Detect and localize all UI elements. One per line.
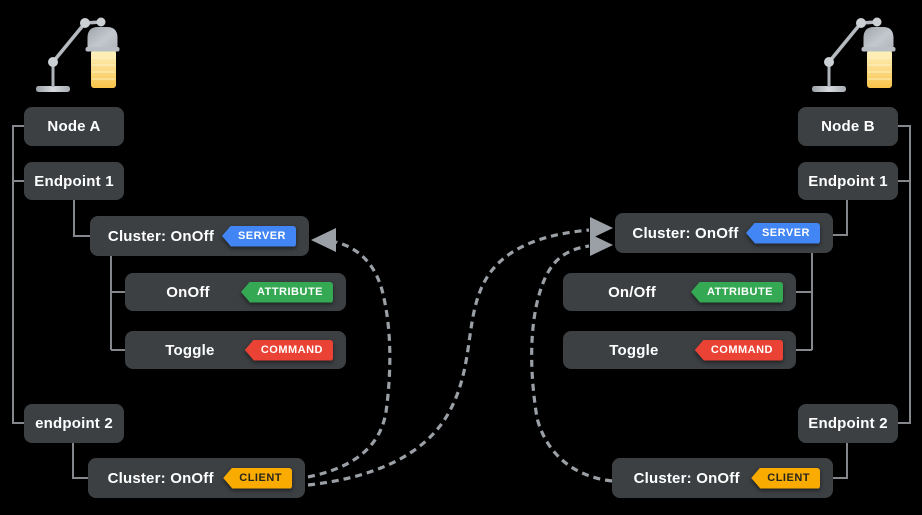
arrow-clientA-to-serverA [307,240,392,479]
node-a-client-cluster-box: Cluster: OnOff CLIENT [88,458,305,498]
node-b-endpoint2-label: Endpoint 2 [808,415,888,432]
arrow-clientB-to-serverB [530,244,613,483]
tree-connector-lines [12,125,911,479]
node-b-endpoint2-box: Endpoint 2 [798,404,898,443]
node-a-command-row: Toggle COMMAND [125,331,346,369]
arrowhead-into-serverA [311,228,336,252]
node-a-endpoint2-label: endpoint 2 [35,415,113,432]
node-b-command-row: Toggle COMMAND [563,331,796,369]
node-a-endpoint2-box: endpoint 2 [24,404,124,443]
node-a-command-label: Toggle [165,341,215,359]
node-a-server-cluster-box: Cluster: OnOff SERVER [90,216,309,256]
lamp-icon-left [34,15,122,94]
client-badge: CLIENT [751,467,820,489]
node-a-attribute-row: OnOff ATTRIBUTE [125,273,346,311]
node-b-label: Node B [821,118,875,135]
node-b-box: Node B [798,107,898,146]
command-badge: COMMAND [244,339,333,361]
attribute-badge: ATTRIBUTE [240,281,333,303]
arrowhead-into-serverB-upper [590,217,613,239]
arrow-clientA-to-serverB [307,228,590,487]
node-b-attribute-label: On/Off [608,283,656,301]
command-badge: COMMAND [694,339,783,361]
node-b-command-label: Toggle [609,341,659,359]
server-badge: SERVER [221,225,296,247]
lamp-icon-right [810,15,898,94]
client-badge: CLIENT [223,467,292,489]
node-a-attribute-label: OnOff [166,283,210,301]
node-b-attribute-row: On/Off ATTRIBUTE [563,273,796,311]
arrowheads [311,217,613,256]
node-a-server-cluster-label: Cluster: OnOff [107,227,215,245]
server-badge: SERVER [745,222,820,244]
binding-arrows [307,228,613,487]
node-b-client-cluster-box: Cluster: OnOff CLIENT [612,458,833,498]
node-b-client-cluster-label: Cluster: OnOff [633,469,740,487]
node-b-server-cluster-box: Cluster: OnOff SERVER [615,213,833,253]
node-a-endpoint1-label: Endpoint 1 [34,172,114,190]
node-b-endpoint1-label: Endpoint 1 [808,172,888,190]
arrowhead-into-serverB-lower [590,234,613,256]
node-a-endpoint1-box: Endpoint 1 [24,162,124,200]
node-a-box: Node A [24,107,124,146]
node-a-label: Node A [47,118,101,135]
node-b-server-cluster-label: Cluster: OnOff [632,224,739,242]
node-a-client-cluster-label: Cluster: OnOff [107,469,214,487]
attribute-badge: ATTRIBUTE [690,281,783,303]
node-b-endpoint1-box: Endpoint 1 [798,162,898,200]
